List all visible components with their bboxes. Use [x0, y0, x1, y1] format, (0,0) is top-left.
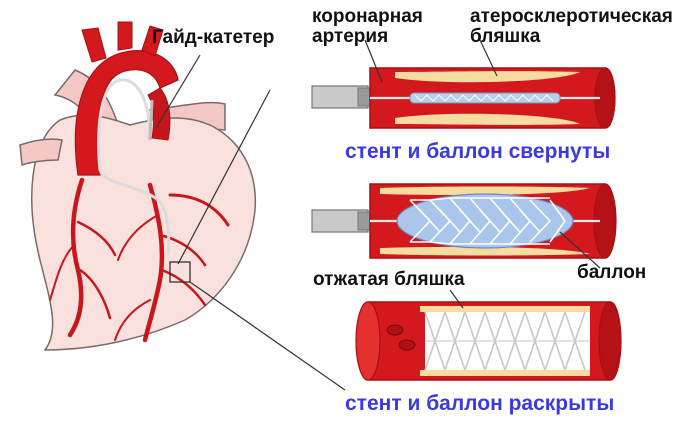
compressed-plaque-top	[420, 306, 590, 312]
compressed-plaque-bottom	[420, 370, 590, 376]
stage3-stent-deployed	[356, 302, 621, 380]
inflated-balloon	[397, 194, 573, 248]
coronary-artery-label-line1: коронарная	[312, 6, 423, 27]
catheter-hub-2-cap	[358, 212, 370, 230]
stage1-caption: стент и баллон свернуты	[345, 140, 610, 163]
catheter-hub-1-cap	[358, 88, 370, 106]
stage2-balloon-inflating	[312, 184, 616, 258]
plaque-label-line1: атеросклеротическая	[470, 6, 673, 27]
guide-catheter-label: Гайд-катетер	[152, 27, 274, 48]
balloon-label: баллон	[577, 262, 646, 283]
coronary-artery-label-line2: артерия	[312, 26, 388, 47]
guide-catheter-tail	[150, 100, 152, 140]
blood-cell-2	[399, 340, 415, 350]
stage1-collapsed	[312, 68, 615, 128]
heart-illustration	[20, 22, 255, 350]
brachiocephalic-artery	[82, 28, 106, 62]
heart-body	[32, 115, 256, 350]
compressed-plaque-label: отжатая бляшка	[313, 269, 465, 290]
left-carotid-artery	[118, 22, 132, 50]
zoom-leader-bottom	[190, 282, 345, 390]
plaque-label-line2: бляшка	[470, 26, 541, 47]
blood-cell-1	[387, 325, 403, 335]
artery-segment-3-left-end	[356, 302, 380, 380]
stage3-caption: стент и баллон раскрыты	[345, 392, 614, 415]
artery-segment-3-right-end	[599, 302, 621, 380]
